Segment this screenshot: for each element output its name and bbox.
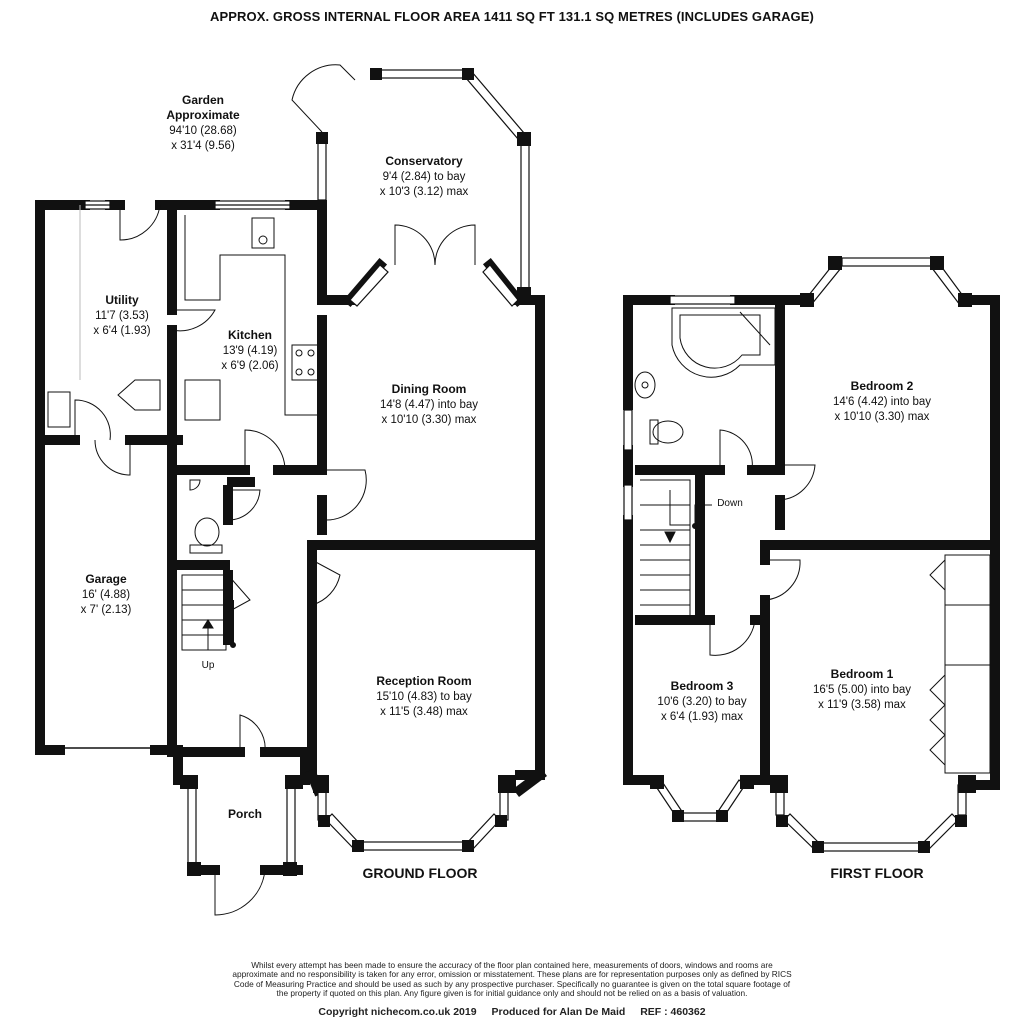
- bedroom2-dim-1: 14'6 (4.42) into bay: [833, 396, 931, 408]
- reception-bay-windows: [317, 789, 509, 851]
- reception-room-dim-1: 15'10 (4.83) to bay: [376, 691, 472, 703]
- first-floor-plan: [623, 256, 1000, 853]
- reference-text: REF : 460362: [640, 1006, 706, 1018]
- stairs-up-label: Up: [202, 660, 215, 671]
- conservatory-dim-1: 9'4 (2.84) to bay: [383, 171, 466, 183]
- copyright-text: Copyright nichecom.co.uk 2019: [318, 1006, 477, 1018]
- disclaimer-text: Whilst every attempt has been made to en…: [232, 960, 792, 999]
- bedroom3-bay-windows: [654, 779, 746, 822]
- kitchen-utility-door: [171, 309, 216, 332]
- floor-area-header: APPROX. GROSS INTERNAL FLOOR AREA 1411 S…: [210, 9, 814, 24]
- utility-fittings: [47, 205, 161, 428]
- garage-dim-1: 16' (4.88): [82, 589, 130, 601]
- porch-hall-door: [239, 714, 266, 753]
- bedroom2-label: Bedroom 2: [851, 379, 914, 393]
- bathroom-fittings: [634, 307, 776, 445]
- utility-back-door: [119, 204, 161, 241]
- utility-garage-door: [94, 439, 131, 476]
- kitchen-fittings: [184, 215, 319, 421]
- kitchen-dim-2: x 6'9 (2.06): [221, 360, 278, 372]
- dining-room-dim-2: x 10'10 (3.30) max: [382, 414, 477, 426]
- kitchen-hall-door: [244, 429, 286, 471]
- utility-dim-1: 11'7 (3.53): [95, 310, 149, 322]
- bathroom-door: [719, 429, 753, 471]
- ground-floor-label: GROUND FLOOR: [362, 865, 477, 881]
- garden-dim-2: x 31'4 (9.56): [171, 140, 235, 152]
- kitchen-dim-1: 13'9 (4.19): [223, 345, 278, 357]
- kitchen-label: Kitchen: [228, 328, 272, 342]
- porch-label: Porch: [228, 807, 262, 821]
- ground-stairs: [181, 574, 236, 651]
- reception-room-label: Reception Room: [376, 674, 471, 688]
- reception-room-dim-2: x 11'5 (3.48) max: [380, 706, 468, 718]
- dining-room-label: Dining Room: [392, 382, 467, 396]
- first-floor-label: FIRST FLOOR: [830, 865, 923, 881]
- garage-inner-door: [74, 399, 111, 441]
- stairs-down-label: Down: [717, 498, 743, 509]
- bedroom1-bay-posts: [770, 775, 976, 853]
- reception-bay-posts: [313, 775, 516, 852]
- bedroom1-wardrobes: [929, 554, 991, 774]
- bathroom-window: [669, 295, 736, 305]
- bedroom3-door: [709, 619, 756, 656]
- bedroom2-dim-2: x 10'10 (3.30) max: [835, 411, 930, 423]
- footer: Copyright nichecom.co.uk 2019 Produced f…: [0, 1006, 1024, 1018]
- first-floor-walls: [623, 295, 1000, 790]
- porch-posts: [180, 775, 303, 876]
- utility-dim-2: x 6'4 (1.93): [93, 325, 150, 337]
- garden-label: Garden: [182, 93, 224, 107]
- garden-dim-1: 94'10 (28.68): [169, 125, 237, 137]
- porch-windows: [187, 784, 296, 866]
- stairs-cupboard-door: [227, 574, 251, 613]
- dining-bay-windows: [349, 264, 519, 307]
- conservatory-dim-2: x 10'3 (3.12) max: [380, 186, 469, 198]
- garden-label-2: Approximate: [166, 108, 240, 122]
- garage-utility-walls: [35, 200, 183, 755]
- conservatory-label: Conservatory: [385, 154, 463, 168]
- bedroom1-label: Bedroom 1: [831, 667, 894, 681]
- bedroom3-dim-2: x 6'4 (1.93) max: [661, 711, 743, 723]
- produced-for-text: Produced for Alan De Maid: [491, 1006, 626, 1018]
- conservatory-garden-door: [291, 64, 356, 133]
- porch-walls: [173, 775, 310, 875]
- ground-floor-plan: [35, 64, 547, 916]
- bedroom1-bay-windows: [775, 784, 967, 852]
- conservatory-posts: [316, 68, 531, 301]
- garage-dim-2: x 7' (2.13): [81, 604, 132, 616]
- kitchen-window: [214, 200, 291, 210]
- conservatory-french-doors: [394, 224, 476, 266]
- bedroom3-label: Bedroom 3: [671, 679, 734, 693]
- dining-room-dim-1: 14'8 (4.47) into bay: [380, 399, 478, 411]
- first-stairs: [640, 479, 712, 615]
- room-labels: Garden Approximate 94'10 (28.68) x 31'4 …: [81, 93, 932, 881]
- utility-label: Utility: [105, 293, 139, 307]
- bedroom3-bay-posts: [650, 775, 754, 822]
- bedroom1-door: [764, 559, 801, 601]
- wc-door: [227, 489, 261, 521]
- utility-window: [84, 200, 111, 210]
- bedroom1-dim-1: 16'5 (5.00) into bay: [813, 684, 911, 696]
- bedroom2-door: [779, 464, 816, 501]
- bedroom2-bay-posts: [800, 256, 972, 307]
- garage-label: Garage: [85, 572, 127, 586]
- bedroom3-dim-1: 10'6 (3.20) to bay: [657, 696, 746, 708]
- wc-fittings: [189, 479, 223, 554]
- dining-hall-door: [322, 469, 367, 521]
- front-door: [214, 869, 266, 916]
- bedroom1-dim-2: x 11'9 (3.58) max: [818, 699, 906, 711]
- bathroom-side-window: [623, 409, 633, 521]
- reception-hall-door: [311, 559, 341, 606]
